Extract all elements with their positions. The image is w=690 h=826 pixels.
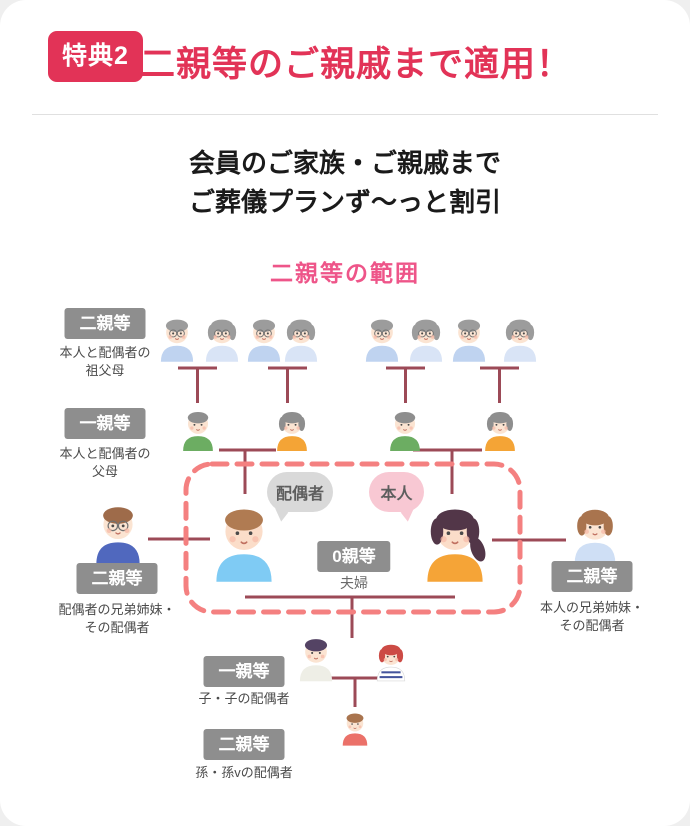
avatar-spouse-husband — [208, 498, 280, 584]
avatar-father-of-spouse — [178, 407, 218, 451]
degree-caption: 本人と配偶者の 父母 — [59, 446, 151, 480]
degree-caption: 夫婦 — [340, 575, 368, 591]
avatar-mother-of-self — [480, 407, 520, 451]
degree-badge: 二親等 — [76, 563, 158, 594]
intro-text: 会員のご家族・ご親戚まで ご葬儀プランず〜っと割引 — [188, 148, 501, 217]
degree-caption: 孫・孫vの配偶者 — [195, 765, 293, 780]
avatar-grandmother-1 — [201, 313, 243, 363]
avatar-father-of-self — [385, 407, 425, 451]
degree-badge: 二親等 — [203, 729, 285, 760]
avatar-grandmother-3 — [405, 313, 447, 363]
page-title: 二親等のご親戚まで適用！ — [140, 45, 573, 84]
divider — [32, 114, 658, 115]
avatar-grandfather-1 — [156, 313, 198, 363]
avatar-grandmother-4 — [499, 313, 541, 363]
self-bubble-label: 本人 — [380, 486, 413, 503]
avatar-sibling-of-spouse — [89, 500, 147, 564]
degree-caption: 本人と配偶者の 祖父母 — [59, 345, 151, 379]
degree-badge: 0親等 — [317, 541, 391, 572]
degree-caption: 本人の兄弟姉妹・ その配偶者 — [539, 600, 644, 634]
spouse-speech-bubble: 配偶者 — [267, 472, 333, 523]
second-degree-range-box — [183, 461, 523, 615]
range-title: 二親等の範囲 — [270, 260, 420, 286]
avatar-grandfather-2 — [243, 313, 285, 363]
degree-badge: 一親等 — [64, 408, 146, 439]
avatar-grandfather-4 — [448, 313, 490, 363]
avatar-grandson — [339, 707, 371, 748]
avatar-self-wife — [419, 498, 491, 584]
degree-badge: 二親等 — [64, 308, 146, 339]
spouse-bubble-label: 配偶者 — [275, 486, 324, 503]
avatar-grandfather-3 — [361, 313, 403, 363]
degree-caption: 配偶者の兄弟姉妹・ その配偶者 — [58, 602, 176, 636]
avatar-grandmother-2 — [280, 313, 322, 363]
self-speech-bubble: 本人 — [369, 472, 424, 523]
avatar-son — [295, 632, 337, 683]
avatar-daughter-in-law — [373, 638, 409, 683]
degree-caption: 子・子の配偶者 — [198, 691, 290, 706]
degree-badge: 二親等 — [551, 561, 633, 592]
avatar-sibling-of-self — [568, 503, 622, 563]
benefit-badge: 特典2 — [48, 31, 143, 82]
degree-badge: 一親等 — [203, 656, 285, 687]
avatar-mother-of-spouse — [272, 407, 312, 451]
